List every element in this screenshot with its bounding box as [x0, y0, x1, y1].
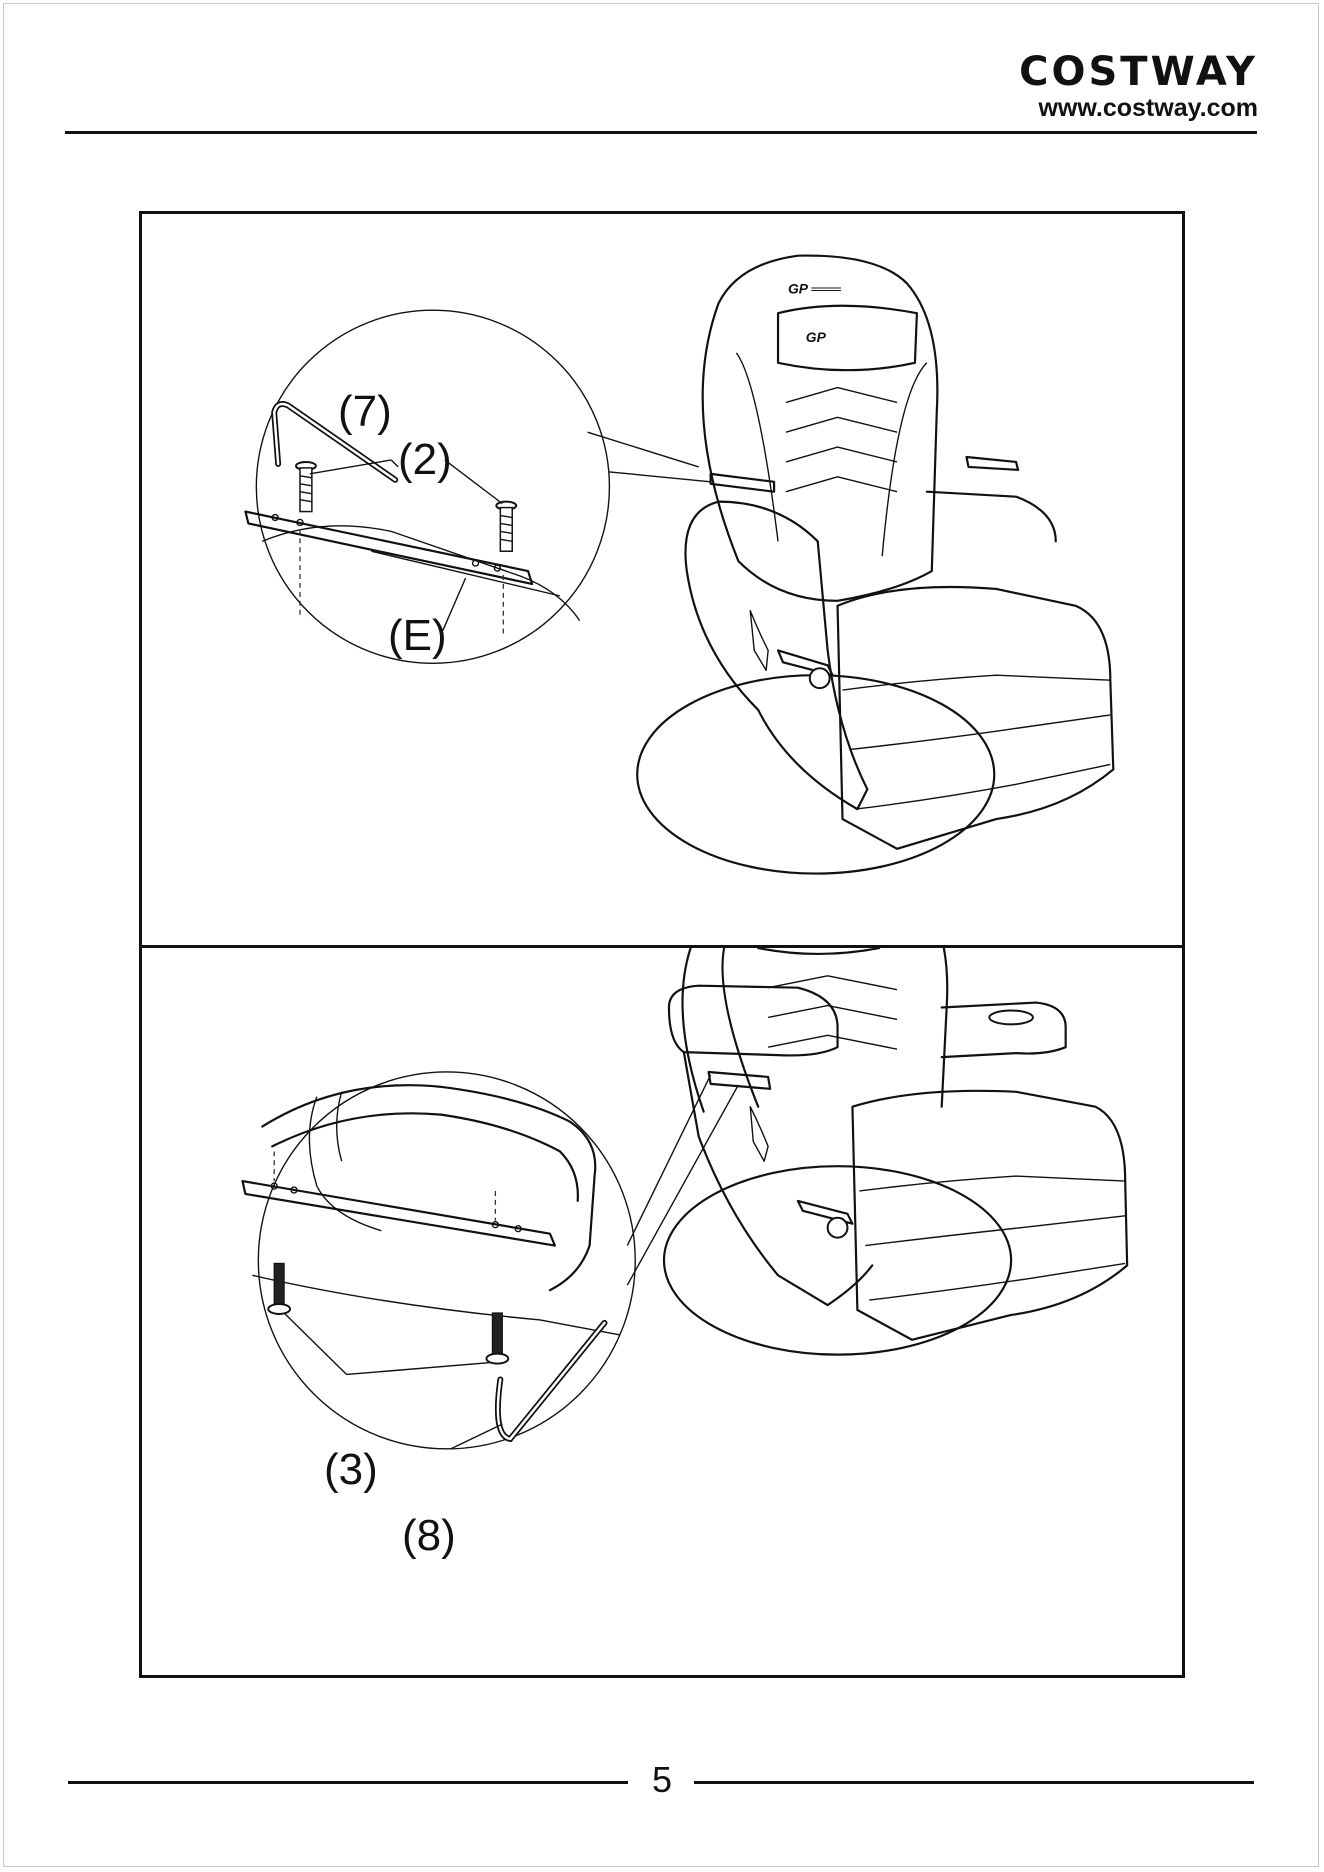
callout-bolt: (2) [398, 438, 452, 482]
brand-logo: COSTWAY [1019, 52, 1258, 92]
left-armrest [685, 502, 867, 809]
bracket-plate [242, 1181, 554, 1245]
headrest-pillow [778, 306, 917, 370]
bolt-3-right [486, 1313, 508, 1364]
bracket-plate-on-chair [711, 474, 774, 492]
zoom-leader-lines [627, 1075, 738, 1285]
chair-base [637, 675, 994, 873]
bolt-2-right [496, 502, 516, 552]
bracket-plate-e [245, 512, 532, 584]
footer-rule-right [694, 1781, 1254, 1784]
brand-header: COSTWAY www.costway.com [1019, 52, 1258, 122]
callout-allen-key: (8) [402, 1514, 456, 1558]
page-number: 5 [640, 1760, 684, 1800]
step-2-illustration: GP [142, 948, 1182, 1675]
brand-website: www.costway.com [1019, 94, 1258, 122]
footer-rule-left [68, 1781, 628, 1784]
callout-bolt: (3) [324, 1448, 378, 1492]
right-armrest-bracket [967, 457, 1019, 470]
step-2-panel: GP [139, 945, 1185, 1678]
chair-base [664, 1166, 1011, 1354]
bracket-plate-on-chair [709, 1072, 770, 1089]
backrest-logo: GP ═══ [788, 280, 841, 296]
bolt-2-left [296, 462, 316, 512]
allen-key-8 [498, 1323, 605, 1439]
headrest-pillow [758, 948, 882, 954]
chair-seat [838, 587, 1114, 849]
left-armrest [669, 986, 838, 1056]
zoom-leader-lines [588, 432, 711, 482]
step-1-panel: GP GP ═══ [139, 211, 1185, 948]
cup-holder [989, 1010, 1033, 1024]
bolt-3-left [268, 1263, 290, 1314]
step-1-illustration: GP GP ═══ [142, 214, 1182, 945]
callout-allen-key: (7) [338, 390, 392, 434]
header-rule [65, 131, 1257, 134]
pillow-logo: GP [806, 329, 827, 345]
callout-bracket-plate: (E) [388, 614, 447, 658]
